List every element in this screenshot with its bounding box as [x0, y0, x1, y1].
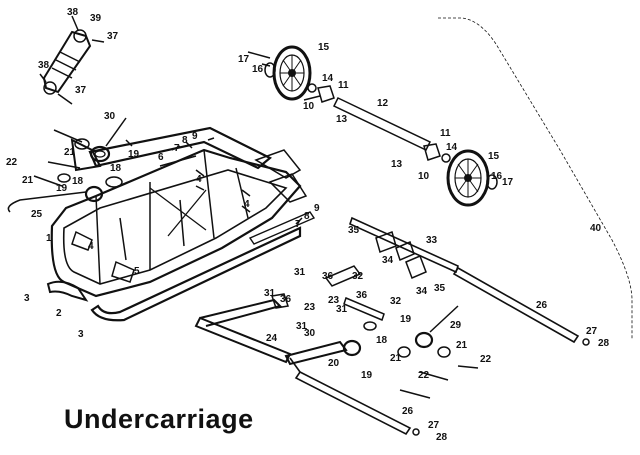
- part-label: 14: [446, 142, 458, 153]
- part-label: 3: [78, 329, 84, 340]
- part-label: 21: [64, 147, 76, 158]
- slide-rail: [46, 211, 316, 322]
- track-outline: [438, 17, 633, 340]
- part-label: 22: [480, 354, 492, 365]
- part-label: 33: [426, 235, 438, 246]
- idler-wheel-upper: [264, 45, 312, 101]
- part-label: 31: [294, 267, 306, 278]
- part-label: 4: [196, 174, 202, 185]
- part-label: 12: [377, 98, 389, 109]
- part-label: 16: [252, 64, 264, 75]
- part-label: 22: [418, 370, 430, 381]
- part-label: 8: [304, 211, 310, 222]
- part-label: 15: [488, 151, 500, 162]
- part-label: 31: [336, 304, 348, 315]
- part-label: 32: [390, 296, 402, 307]
- part-label: 22: [6, 157, 18, 168]
- part-label: 35: [434, 283, 446, 294]
- part-label: 39: [90, 13, 102, 24]
- part-label: 16: [491, 171, 503, 182]
- part-label: 19: [400, 314, 412, 325]
- part-label: 31: [264, 288, 276, 299]
- part-label: 38: [67, 7, 79, 18]
- part-label: 26: [402, 406, 414, 417]
- part-label: 19: [361, 370, 373, 381]
- suspension-frame: [50, 126, 308, 298]
- part-label: 36: [322, 271, 334, 282]
- part-label: 37: [75, 85, 87, 96]
- part-label: 28: [598, 338, 610, 349]
- part-label: 2: [56, 308, 62, 319]
- part-label: 19: [128, 149, 140, 160]
- part-label: 38: [38, 60, 50, 71]
- part-label: 10: [303, 101, 315, 112]
- part-label: 21: [390, 353, 402, 364]
- part-label: 17: [238, 54, 250, 65]
- part-label: 24: [266, 333, 278, 344]
- part-label: 3: [24, 293, 30, 304]
- part-label: 14: [322, 73, 334, 84]
- part-label: 30: [304, 328, 316, 339]
- shock-absorber: [39, 15, 105, 105]
- part-label: 18: [72, 176, 84, 187]
- idler-axle: [307, 83, 451, 163]
- part-label: 1: [46, 233, 52, 244]
- part-label: 27: [428, 420, 440, 431]
- part-label: 32: [352, 271, 364, 282]
- part-label: 34: [416, 286, 428, 297]
- part-label: 36: [356, 290, 368, 301]
- part-label: 8: [182, 135, 188, 146]
- part-label: 23: [304, 302, 316, 313]
- part-label: 4: [88, 241, 94, 252]
- part-label: 37: [107, 31, 119, 42]
- part-label: 18: [376, 335, 388, 346]
- part-labels: 38 39 37 38 37 17 16 15 14 11 10 12 13 1…: [6, 7, 610, 443]
- part-label: 11: [440, 128, 451, 139]
- part-label: 25: [31, 209, 43, 220]
- part-label: 19: [56, 183, 68, 194]
- part-label: 7: [295, 219, 301, 230]
- idler-wheel-lower: [446, 149, 498, 207]
- part-label: 13: [391, 159, 403, 170]
- part-label: 7: [174, 143, 180, 154]
- part-label: 21: [22, 175, 34, 186]
- part-label: 23: [328, 295, 340, 306]
- part-label: 31: [296, 321, 308, 332]
- diagram-title: Undercarriage: [64, 404, 254, 434]
- part-label: 9: [314, 203, 320, 214]
- part-label: 34: [382, 255, 394, 266]
- part-label: 5: [134, 266, 140, 277]
- part-label: 18: [110, 163, 122, 174]
- cross-shafts: [294, 216, 590, 436]
- part-label: 27: [586, 326, 598, 337]
- part-label: 40: [590, 223, 602, 234]
- hardware-bolts: [33, 51, 479, 399]
- part-label: 10: [418, 171, 430, 182]
- part-label: 35: [348, 225, 360, 236]
- part-label: 6: [158, 152, 164, 163]
- rear-arm: [194, 231, 427, 373]
- part-label: 30: [104, 111, 116, 122]
- part-label: 13: [336, 114, 348, 125]
- part-label: 36: [280, 294, 292, 305]
- part-label: 17: [502, 177, 514, 188]
- part-label: 28: [436, 432, 448, 443]
- part-label: 9: [192, 131, 198, 142]
- part-label: 11: [338, 80, 349, 91]
- part-label: 15: [318, 42, 330, 53]
- part-label: 4: [244, 199, 250, 210]
- part-label: 26: [536, 300, 548, 311]
- part-label: 20: [328, 358, 340, 369]
- part-label: 21: [456, 340, 468, 351]
- part-label: 29: [450, 320, 462, 331]
